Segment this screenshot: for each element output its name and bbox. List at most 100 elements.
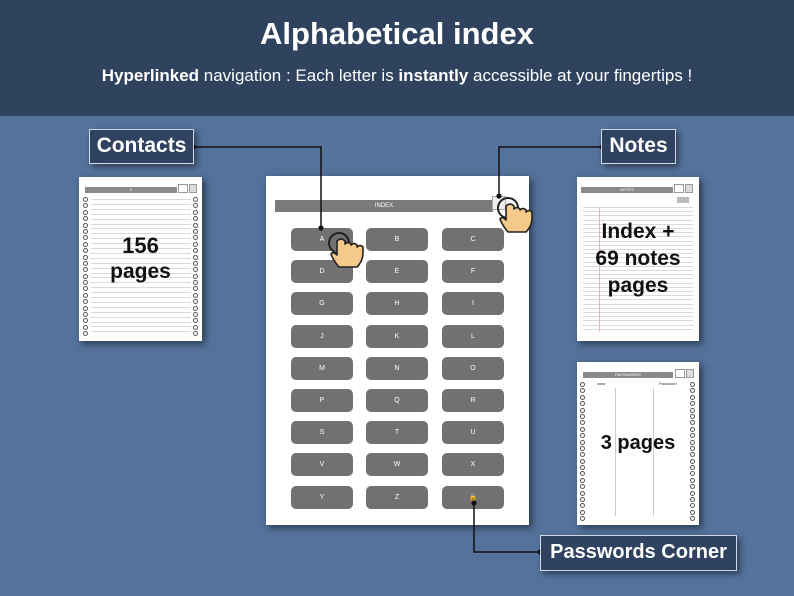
passwords-thumb-2 [686, 369, 694, 378]
passwords-thumb [675, 369, 685, 378]
letter-button-s[interactable]: S [291, 421, 353, 445]
binder-ring [580, 439, 585, 445]
passwords-col-password: Password [659, 381, 677, 386]
contacts-connector-dot-end [318, 225, 324, 231]
ruled-line [91, 277, 191, 279]
binder-ring [690, 420, 695, 426]
binder-ring [193, 222, 198, 228]
letter-button-f[interactable]: F [442, 260, 504, 284]
letter-button-c[interactable]: C [442, 228, 504, 251]
ruled-line [583, 223, 693, 225]
letter-button-p[interactable]: P [291, 389, 353, 412]
binder-ring [193, 260, 198, 266]
notes-connector-dot-end [496, 193, 502, 199]
ruled-line [91, 282, 191, 284]
binder-ring [580, 484, 585, 490]
ruled-line [91, 272, 191, 274]
letter-button-r[interactable]: R [442, 389, 504, 412]
subtitle-bold-instantly: instantly [398, 66, 469, 85]
binder-ring [580, 426, 585, 432]
binder-ring [690, 433, 695, 439]
binder-ring [580, 413, 585, 419]
hand-pointer-icon [328, 232, 364, 268]
ruled-line [583, 324, 693, 326]
ruled-line [91, 287, 191, 289]
ruled-line [91, 306, 191, 308]
binder-ring [193, 331, 198, 337]
passwords-big-text: 3 pages [600, 432, 676, 454]
index-header-bar: INDEX [275, 200, 493, 212]
letter-button-m[interactable]: M [291, 356, 353, 380]
letter-button-h[interactable]: H [366, 292, 428, 316]
letter-button-q[interactable]: Q [366, 389, 428, 412]
binder-ring [690, 401, 695, 407]
contacts-rings-right [193, 197, 198, 338]
letter-button-g[interactable]: G [291, 292, 353, 316]
binder-ring [193, 203, 198, 209]
ruled-line [91, 228, 191, 230]
letter-button-b[interactable]: B [366, 228, 428, 251]
contacts-connector-line [193, 146, 322, 228]
binder-ring [580, 458, 585, 464]
letter-button-z[interactable]: Z [366, 485, 428, 509]
ruled-line [583, 278, 693, 280]
binder-ring [83, 254, 88, 260]
letter-button-x[interactable]: X [442, 453, 504, 477]
binder-ring [193, 209, 198, 215]
passwords-col-divider-2 [653, 388, 654, 516]
binder-ring [83, 222, 88, 228]
binder-ring [193, 305, 198, 311]
binder-ring [580, 420, 585, 426]
letter-button-t[interactable]: T [366, 421, 428, 445]
ruled-line [583, 265, 693, 267]
letter-button-y[interactable]: Y [291, 485, 353, 509]
header-band: Alphabetical index Hyperlinked navigatio… [0, 0, 794, 116]
letter-button-n[interactable]: N [366, 356, 428, 380]
ruled-line [583, 249, 693, 250]
binder-ring [83, 209, 88, 215]
ruled-line [91, 203, 191, 205]
subtitle-bold-hyperlinked: Hyperlinked [101, 66, 200, 85]
notes-mini-box [677, 197, 689, 203]
binder-ring [193, 248, 198, 254]
binder-ring [83, 299, 88, 305]
passwords-page-preview: PASSWORDS www Password 3 pages [577, 362, 699, 525]
letter-button-i[interactable]: I [442, 292, 504, 316]
ruled-line [583, 274, 693, 276]
binder-ring [580, 382, 585, 387]
letter-button-v[interactable]: V [291, 453, 353, 477]
passwords-header-label: PASSWORDS [615, 372, 641, 377]
binder-ring [193, 286, 198, 292]
binder-ring [193, 254, 198, 260]
letter-button-k[interactable]: K [366, 324, 428, 348]
ruled-line [91, 238, 191, 240]
contacts-rings-left [83, 197, 88, 338]
binder-ring [580, 516, 585, 522]
ruled-line [583, 219, 693, 221]
letter-button-u[interactable]: U [442, 421, 504, 445]
ruled-line [91, 262, 191, 264]
ruled-line [583, 228, 693, 229]
ruled-line [583, 236, 693, 238]
ruled-line [583, 253, 693, 255]
letter-button-o[interactable]: O [442, 356, 504, 380]
letter-button-e[interactable]: E [366, 260, 428, 284]
binder-ring [83, 292, 88, 298]
binder-ring [580, 471, 585, 477]
letter-button-l[interactable]: L [442, 324, 504, 348]
letter-button-j[interactable]: J [291, 324, 353, 348]
binder-ring [83, 197, 88, 202]
ruled-line [91, 267, 191, 269]
binder-ring [83, 318, 88, 324]
binder-ring [690, 477, 695, 483]
letter-button-w[interactable]: W [366, 453, 428, 477]
passwords-rings-right [690, 382, 695, 523]
binder-ring [83, 286, 88, 292]
letter-button-passwords[interactable]: 🔒 [442, 485, 504, 509]
binder-ring [580, 452, 585, 458]
binder-ring [83, 235, 88, 241]
ruled-line [583, 328, 693, 330]
contacts-page-preview: A 156 pages [79, 177, 202, 341]
ruled-line [583, 295, 693, 297]
binder-ring [690, 516, 695, 522]
